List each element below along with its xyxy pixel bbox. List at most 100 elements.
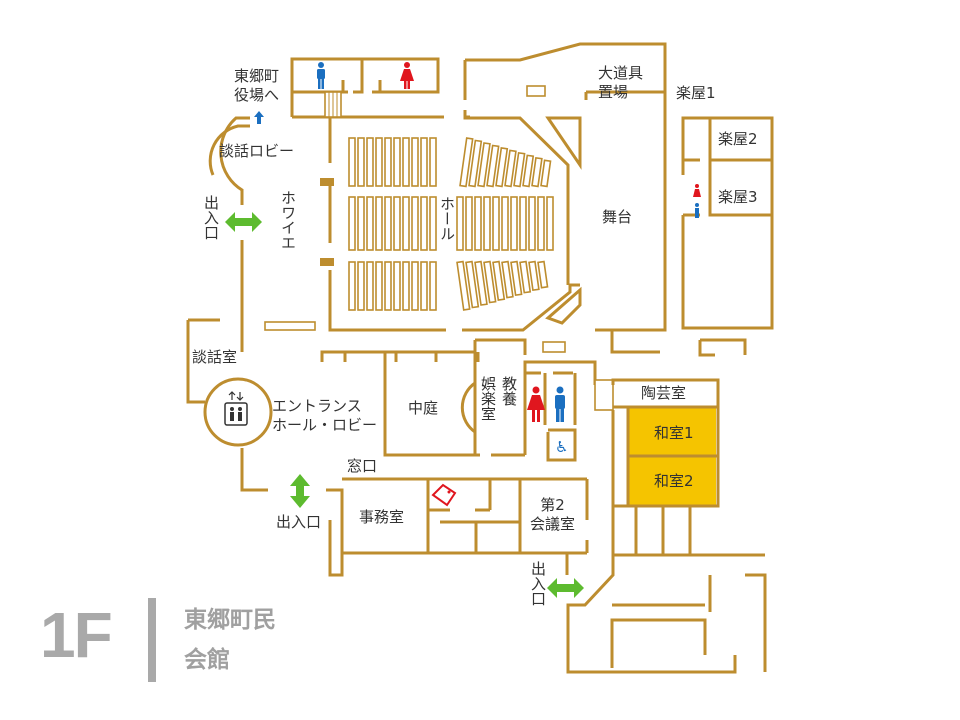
seat-row xyxy=(375,137,383,187)
building-name-line: 東郷町民 xyxy=(184,607,276,633)
seat-row xyxy=(519,260,532,294)
divider xyxy=(148,598,156,682)
seat-row xyxy=(429,137,437,187)
seat-row xyxy=(528,196,536,251)
seat-row xyxy=(492,260,506,301)
seat-row xyxy=(348,196,356,251)
building-name: 東郷町民会館 xyxy=(184,600,276,680)
label-line: ホール・ロビー xyxy=(272,416,378,434)
seat-row xyxy=(510,260,523,296)
seat-row xyxy=(366,261,374,311)
seat-row xyxy=(456,196,464,251)
women-toilet-icon xyxy=(527,386,545,422)
floor-number: 1F xyxy=(40,599,113,671)
seat-row xyxy=(474,196,482,251)
seat-row xyxy=(531,156,543,188)
label-entrance-south: 出入口 xyxy=(276,513,322,531)
seat-row xyxy=(459,137,474,188)
seat-row xyxy=(537,196,545,251)
women-toilet-icon xyxy=(400,62,414,89)
seat-row xyxy=(393,137,401,187)
seat-row xyxy=(411,137,419,187)
seat-row xyxy=(384,137,392,187)
label-japanese-room2: 和室2 xyxy=(654,472,694,490)
label-foyer: ホワイエ xyxy=(279,190,297,250)
seat-row xyxy=(483,196,491,251)
label-entrance-southeast: 出入口 xyxy=(529,561,547,606)
seat-row xyxy=(393,261,401,311)
label-dressing2: 楽屋2 xyxy=(718,130,758,148)
seat-row xyxy=(348,137,356,187)
label-line: 役場へ xyxy=(234,86,280,104)
seat-row xyxy=(402,196,410,251)
seat-row xyxy=(522,154,535,188)
seat-row xyxy=(465,196,473,251)
seat-row xyxy=(528,260,540,292)
label-stage: 舞台 xyxy=(602,208,633,226)
label-to-town-hall: 東郷町役場へ xyxy=(234,67,279,105)
seat-row xyxy=(492,196,500,251)
seat-row xyxy=(483,260,497,304)
building-name-line: 会館 xyxy=(184,647,230,673)
seat-row xyxy=(510,196,518,251)
west-walls xyxy=(208,116,580,332)
seat-row xyxy=(429,196,437,251)
label-culture-room-a: 教養 xyxy=(500,376,518,406)
seat-row xyxy=(384,196,392,251)
up-arrow-icon xyxy=(254,111,264,124)
seat-row xyxy=(501,196,509,251)
label-talk-lobby: 談話ロビー xyxy=(219,142,295,160)
seat-row xyxy=(375,261,383,311)
label-line: 東郷町 xyxy=(234,67,280,85)
seat-row xyxy=(513,152,526,188)
label-pottery-room: 陶芸室 xyxy=(641,384,687,402)
seat-row xyxy=(420,261,428,311)
seat-row xyxy=(474,260,488,306)
seat-row xyxy=(402,261,410,311)
seat-row xyxy=(519,196,527,251)
double-arrow-icon xyxy=(290,474,310,508)
seat-row xyxy=(357,261,365,311)
seat-row xyxy=(486,144,500,188)
double-arrow-icon xyxy=(547,578,584,598)
seat-row xyxy=(348,261,356,311)
label-office: 事務室 xyxy=(359,508,405,526)
seat-row xyxy=(384,261,392,311)
label-entrance-hall: エントランスホール・ロビー xyxy=(272,397,377,435)
label-window: 窓口 xyxy=(347,457,378,475)
label-culture-room-b: 娯楽室 xyxy=(479,376,497,421)
double-arrow-icon xyxy=(225,212,262,232)
label-line: 第2 xyxy=(540,496,565,514)
seat-row xyxy=(366,196,374,251)
label-talk-room: 談話室 xyxy=(192,348,238,366)
japanese-room2-fill xyxy=(628,456,716,506)
stage-walls xyxy=(463,42,667,354)
seat-row xyxy=(540,159,552,188)
label-hall: ホール xyxy=(438,196,456,241)
seat-row xyxy=(456,260,471,311)
label-dressing1: 楽屋1 xyxy=(676,84,716,102)
seat-row xyxy=(501,260,514,299)
entrance-lobby-walls xyxy=(186,318,587,577)
men-toilet-icon xyxy=(555,386,565,422)
label-prop-storage: 大道具置場 xyxy=(598,64,643,102)
seat-row xyxy=(420,196,428,251)
seat-row xyxy=(420,137,428,187)
seat-row xyxy=(411,261,419,311)
seat-row xyxy=(429,261,437,311)
label-line: エントランス xyxy=(272,397,362,415)
seat-row xyxy=(357,196,365,251)
dressing-room-walls xyxy=(681,116,774,357)
seat-row xyxy=(546,196,554,251)
label-courtyard: 中庭 xyxy=(408,399,439,417)
svg-text:♿: ♿ xyxy=(555,438,568,456)
seat-row xyxy=(393,196,401,251)
seat-row xyxy=(537,260,549,289)
seat-row xyxy=(411,196,419,251)
seat-row xyxy=(375,196,383,251)
men-toilet-icon xyxy=(695,203,699,218)
japanese-room1-fill xyxy=(628,407,716,456)
wheelchair-icon: ♿ xyxy=(555,438,568,456)
